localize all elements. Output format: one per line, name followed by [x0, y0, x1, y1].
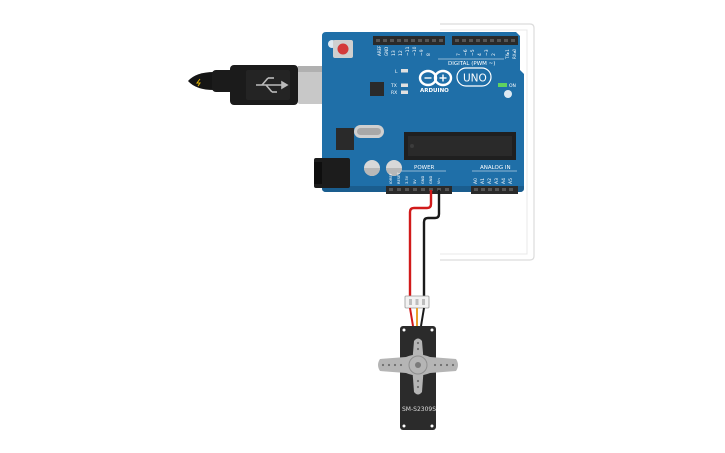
mounting-hole — [504, 90, 512, 98]
pin-label: 13 — [391, 50, 397, 56]
model-text: UNO — [463, 73, 487, 85]
servo-mount-hole — [430, 328, 434, 332]
microcontroller — [408, 136, 512, 156]
pin-label: GND — [429, 176, 433, 184]
arduino-board[interactable]: AREF GND 13 12 ~11 ~10 ~9 8 7 ~6 ~5 4 ~3… — [314, 32, 524, 194]
usb-symbol-icon — [256, 77, 289, 93]
led-tx — [401, 83, 408, 87]
power-jack-face — [314, 162, 322, 184]
analog-pin-holes — [474, 188, 513, 191]
servo-horn-holes — [381, 341, 455, 389]
pin-label: ~6 — [463, 49, 469, 56]
pin-label: Vin — [437, 178, 441, 184]
brand-text: ARDUINO — [420, 88, 449, 94]
digital-header-label: DIGITAL (PWM ~) — [448, 61, 495, 67]
pin-label: ~11 — [405, 46, 411, 56]
analog-label: ANALOG IN — [480, 165, 511, 171]
arduino-logo-icon — [418, 69, 453, 87]
wire-outline-frame — [440, 23, 535, 261]
servo-model-label: SM-S2309S — [402, 406, 436, 413]
on-led — [498, 83, 507, 87]
usb-cable-boot — [212, 70, 234, 92]
usb-chip — [370, 82, 384, 96]
capacitor — [386, 160, 402, 176]
analog-pin-labels: A0 A1 A2 A3 A4 A5 — [473, 178, 514, 184]
pin-label: A3 — [494, 178, 500, 184]
ground-wire-black[interactable] — [422, 190, 441, 298]
servo-wires[interactable] — [408, 190, 441, 298]
pin-label: 4 — [477, 53, 483, 56]
power-header — [386, 186, 452, 194]
uno-badge — [456, 67, 492, 87]
pin-label: A2 — [487, 178, 493, 184]
servo-mount-hole — [430, 424, 434, 428]
pin-label: A4 — [501, 178, 507, 184]
digital-pin-labels: AREF GND 13 12 ~11 ~10 ~9 8 7 ~6 ~5 4 ~3… — [377, 45, 517, 60]
analog-header — [471, 186, 518, 194]
servo-lead-wires — [409, 307, 425, 327]
voltage-regulator — [336, 128, 354, 150]
power-wire-red[interactable] — [408, 190, 433, 298]
pin-label: ~9 — [419, 49, 425, 56]
pin-label: A5 — [508, 178, 514, 184]
logo-symbols — [424, 74, 447, 82]
pin-label: 12 — [398, 50, 404, 56]
pin-label: TX▸1 — [505, 49, 510, 60]
pin-label: A1 — [480, 178, 486, 184]
reset-button[interactable] — [337, 43, 349, 55]
led-label-l: L — [395, 69, 398, 75]
pin-label: RESET — [397, 172, 401, 184]
power-label: POWER — [414, 165, 435, 171]
pin-label: 3.3V — [405, 175, 409, 184]
led-rx — [401, 90, 408, 94]
led-l — [401, 69, 408, 73]
led-label-rx: RX — [391, 90, 397, 96]
on-label: ON — [509, 83, 516, 89]
pin-label: ~10 — [412, 46, 418, 56]
pin-label: GND — [384, 47, 389, 56]
capacitor — [364, 160, 380, 176]
servo-motor[interactable]: SM-S2309S — [378, 326, 458, 430]
servo-horn-screw — [415, 362, 421, 368]
pin-label: IOREF — [389, 173, 393, 184]
wire-outline-frame-inner — [440, 29, 528, 255]
usb-cable[interactable] — [188, 65, 340, 105]
power-pin-holes — [389, 188, 449, 191]
led-label-tx: TX — [390, 83, 397, 89]
servo-mount-hole — [402, 424, 406, 428]
usb-cable-spark-icon — [196, 78, 201, 87]
pin-label: ~5 — [470, 49, 476, 56]
pin-label: AREF — [377, 45, 382, 56]
digital-header-left — [373, 36, 445, 45]
servo-connector-pins — [409, 299, 425, 305]
power-pin-labels: IOREF RESET 3.3V 5V GND GND Vin — [389, 172, 441, 184]
crystal-inner — [357, 128, 381, 135]
servo-horn[interactable] — [378, 338, 458, 395]
pin-label: 8 — [426, 53, 432, 56]
usb-cable-end — [188, 72, 214, 90]
chip-notch — [410, 144, 414, 148]
usb-connector-shade — [298, 66, 340, 72]
pin-label: ~3 — [484, 49, 490, 56]
pin-label: 5V — [413, 179, 417, 184]
pin-label: GND — [421, 176, 425, 184]
pin-label: 7 — [456, 53, 462, 56]
digital-pin-holes — [376, 39, 515, 42]
power-jack — [314, 158, 350, 188]
pin-label: 2 — [491, 53, 497, 56]
pin-label: A0 — [473, 178, 479, 184]
pin-label: RX◂0 — [512, 48, 517, 59]
servo-mount-hole — [402, 328, 406, 332]
